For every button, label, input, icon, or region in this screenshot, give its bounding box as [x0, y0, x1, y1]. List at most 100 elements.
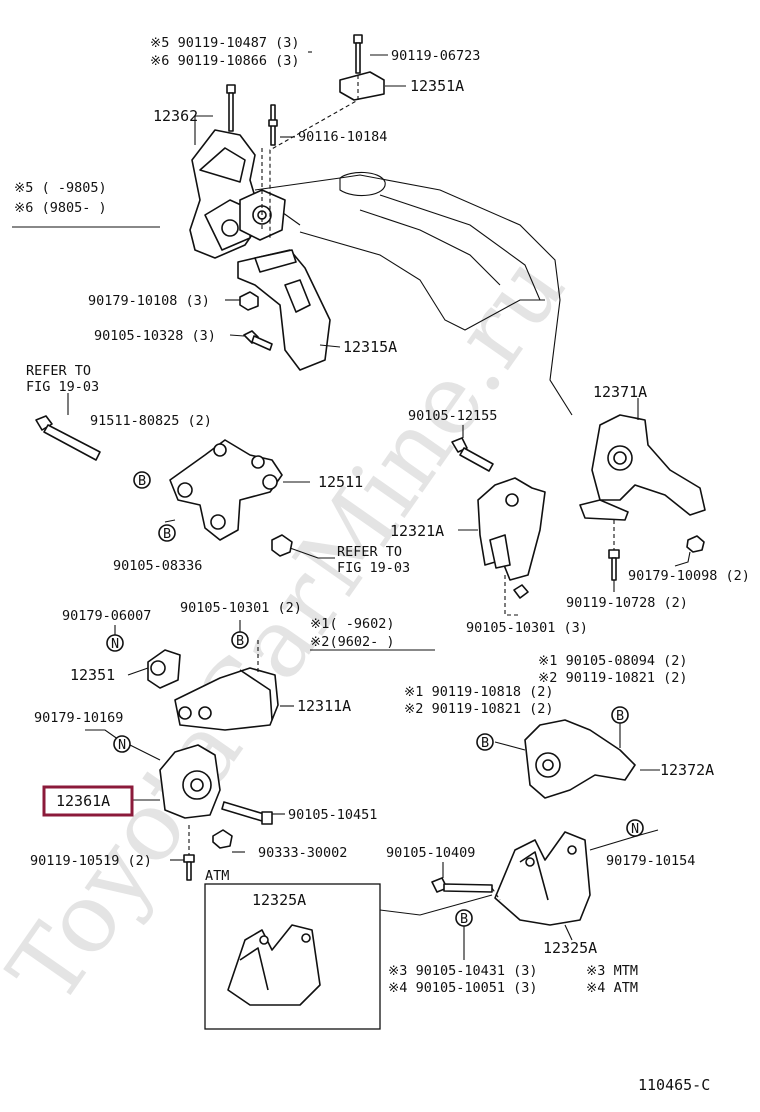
part-labels: ※5 90119-10487 (3) ※6 90119-10866 (3) 90…: [14, 35, 750, 1094]
note-4: ※4 ATM: [586, 980, 638, 996]
insulator-12351: [147, 649, 181, 689]
label-90179-10098: 90179-10098 (2): [628, 568, 750, 584]
svg-text:N: N: [631, 821, 639, 837]
refer-1-line1: REFER TO: [26, 363, 91, 379]
label-90105-10301-b: 90105-10301 (3): [466, 620, 588, 636]
note-6: ※6 (9805- ): [14, 200, 107, 216]
bracket-12311A: [174, 667, 279, 731]
callout-n-3: N: [626, 819, 644, 837]
label-90179-10169: 90179-10169: [34, 710, 123, 726]
label-90105-10051: ※4 90105-10051 (3): [388, 980, 537, 996]
callout-markers: B B N B N B B N B: [106, 471, 644, 927]
label-90105-10431: ※3 90105-10431 (3): [388, 963, 537, 979]
label-12351A: 12351A: [410, 77, 464, 95]
label-90119-06723: 90119-06723: [391, 48, 480, 64]
callout-b-2: B: [158, 524, 176, 542]
label-12511: 12511: [318, 473, 363, 491]
svg-text:B: B: [481, 735, 489, 751]
bracket-12321A: [477, 477, 546, 581]
callout-n-2: N: [113, 735, 131, 753]
svg-text:B: B: [163, 526, 171, 542]
callout-b-1: B: [133, 471, 151, 489]
svg-text:N: N: [118, 737, 126, 753]
refer-1-line2: FIG 19-03: [26, 379, 99, 395]
label-12325A-inset: 12325A: [252, 891, 306, 909]
svg-text:N: N: [111, 636, 119, 652]
label-90179-06007: 90179-06007: [62, 608, 151, 624]
mount-12361A: [159, 744, 221, 819]
label-12361A: 12361A: [56, 792, 110, 810]
label-90105-10451: 90105-10451: [288, 807, 377, 823]
svg-text:B: B: [138, 473, 146, 489]
label-91511-80825: 91511-80825 (2): [90, 413, 212, 429]
bracket-12325A: [494, 831, 591, 926]
bolt-90119-10728: [608, 549, 620, 581]
bolt-90105-10301-b: [513, 584, 529, 599]
label-90105-10301-a: 90105-10301 (2): [180, 600, 302, 616]
label-12371A: 12371A: [593, 383, 647, 401]
nut-90179-10098: [686, 535, 705, 553]
svg-text:B: B: [616, 708, 624, 724]
label-12311A: 12311A: [297, 697, 351, 715]
bolt-90105-12155: [451, 437, 494, 472]
label-12315A: 12315A: [343, 338, 397, 356]
mount-bracket-12362: [189, 129, 263, 259]
bolt-90105-10409: [431, 877, 493, 893]
stud-90116-10184: [268, 104, 278, 146]
callout-b-6: B: [455, 909, 473, 927]
highlight-box-12361A: [42, 785, 134, 817]
label-90116-10184: 90116-10184: [298, 129, 387, 145]
label-12362: 12362: [153, 107, 198, 125]
label-90105-10328: 90105-10328 (3): [94, 328, 216, 344]
svg-text:B: B: [460, 911, 468, 927]
note-2: ※2(9602- ): [310, 634, 394, 650]
bolt-90105-10451: [221, 801, 273, 825]
engine-outline: [254, 171, 573, 416]
callout-b-4: B: [611, 706, 629, 724]
label-90105-12155: 90105-12155: [408, 408, 497, 424]
label-90119-10821-b: ※2 90119-10821 (2): [404, 701, 553, 717]
note-5: ※5 ( -9805): [14, 180, 107, 196]
label-90105-10409: 90105-10409: [386, 845, 475, 861]
bolt-90119-06723: [353, 34, 363, 74]
mount-12371A: [579, 414, 706, 521]
bolt-90119-10487: [226, 84, 236, 132]
refer-2-line2: FIG 19-03: [337, 560, 410, 576]
label-90179-10108: 90179-10108 (3): [88, 293, 210, 309]
mount-12372A: [524, 719, 636, 799]
label-90105-08094: ※1 90105-08094 (2): [538, 653, 687, 669]
note-1: ※1( -9602): [310, 616, 394, 632]
bolt-90105-10328: [243, 330, 273, 351]
bracket-12315A: [237, 249, 331, 371]
label-90179-10154: 90179-10154: [606, 853, 695, 869]
diagram-id: 110465-C: [638, 1076, 710, 1094]
callout-b-5: B: [476, 733, 494, 751]
label-12325A: 12325A: [543, 939, 597, 957]
label-atm: ATM: [205, 868, 229, 884]
svg-text:B: B: [236, 633, 244, 649]
leader-lines: [12, 51, 691, 960]
label-90119-10818: ※1 90119-10818 (2): [404, 684, 553, 700]
label-90119-10866: ※6 90119-10866 (3): [150, 53, 299, 69]
bushing-refer: [271, 534, 293, 557]
label-90119-10821-a: ※2 90119-10821 (2): [538, 670, 687, 686]
label-90119-10487: ※5 90119-10487 (3): [150, 35, 299, 51]
atm-inset: [204, 883, 493, 1030]
clip-90333-30002: [212, 829, 233, 849]
label-12321A: 12321A: [390, 522, 444, 540]
label-12351: 12351: [70, 666, 115, 684]
callout-b-3: B: [231, 631, 249, 649]
label-12372A: 12372A: [660, 761, 714, 779]
note-3: ※3 MTM: [586, 963, 638, 979]
label-90119-10728: 90119-10728 (2): [566, 595, 688, 611]
nut-90179-10108: [239, 291, 259, 311]
label-90105-08336: 90105-08336: [113, 558, 202, 574]
refer-2-line1: REFER TO: [337, 544, 402, 560]
insulator-12351A: [339, 71, 385, 101]
bracket-12511: [169, 439, 283, 541]
label-90333-30002: 90333-30002: [258, 845, 347, 861]
bolt-91511-80825: [35, 415, 101, 461]
callout-n-1: N: [106, 634, 124, 652]
label-90119-10519: 90119-10519 (2): [30, 853, 152, 869]
